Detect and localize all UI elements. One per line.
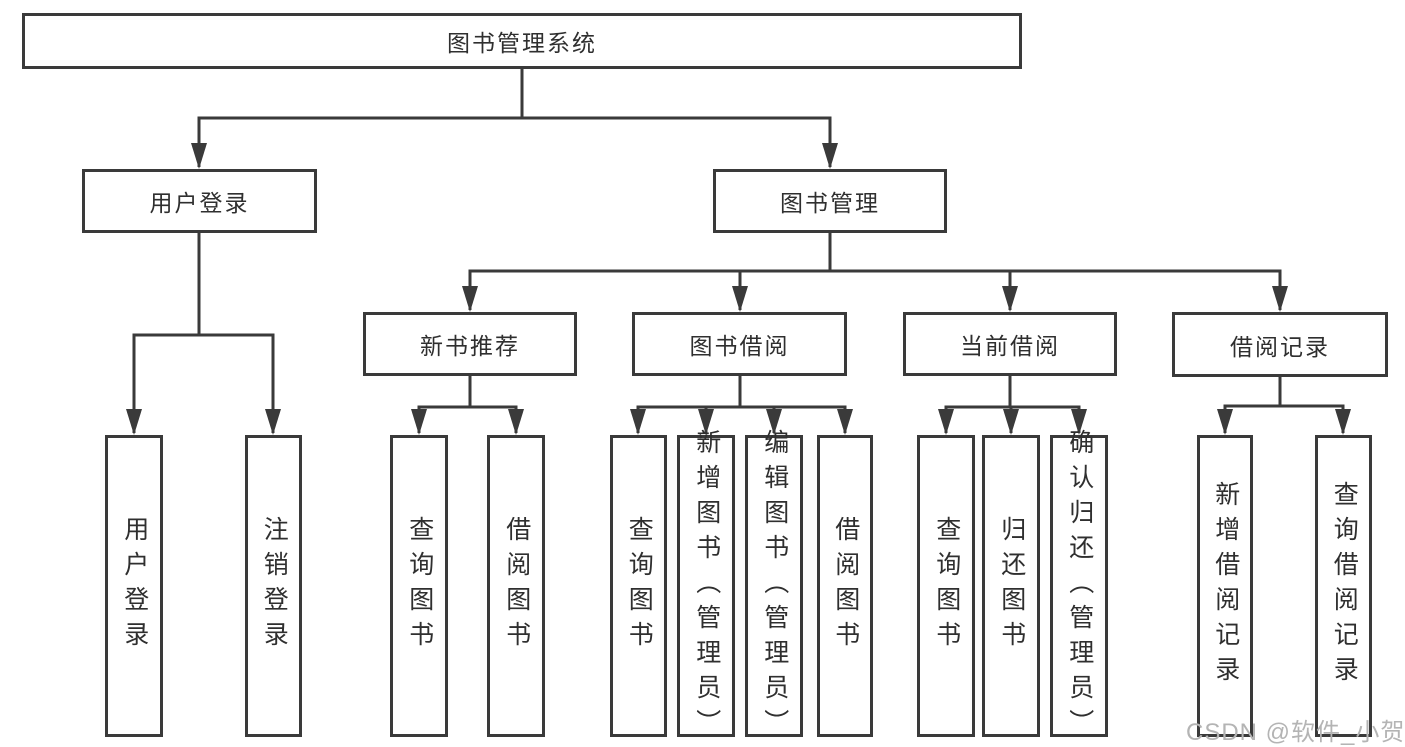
node-user-login: 用户登录 — [82, 169, 317, 233]
leaf-query-books-borrowing: 查询图书 — [610, 435, 667, 737]
leaf-edit-books-admin: 编辑图书（管理员） — [745, 429, 803, 744]
leaf-label: 查询图书 — [625, 516, 654, 656]
node-borrowing-records: 借阅记录 — [1172, 312, 1388, 377]
leaf-label: 确认归还（管理员） — [1065, 428, 1094, 744]
leaf-label: 用户登录 — [120, 516, 149, 656]
leaf-add-books-admin: 新增图书（管理员） — [677, 429, 735, 744]
leaf-label: 查询图书 — [932, 516, 961, 656]
leaf-label: 新增借阅记录 — [1211, 481, 1240, 691]
node-book-borrowing: 图书借阅 — [632, 312, 847, 376]
leaf-label: 编辑图书（管理员） — [760, 428, 789, 744]
node-library-management-system: 图书管理系统 — [22, 13, 1022, 69]
leaf-borrow-books-recommend: 借阅图书 — [487, 435, 545, 737]
leaf-query-books-current: 查询图书 — [917, 435, 975, 737]
leaf-label: 借阅图书 — [502, 516, 531, 656]
leaf-return-books: 归还图书 — [982, 435, 1040, 737]
leaf-query-borrow-record: 查询借阅记录 — [1315, 435, 1372, 737]
leaf-label: 归还图书 — [997, 516, 1026, 656]
leaf-label: 注销登录 — [260, 516, 289, 656]
csdn-watermark: CSDN @软件_小贺同学 — [1186, 719, 1405, 746]
leaf-borrow-books: 借阅图书 — [817, 435, 873, 737]
leaf-label: 借阅图书 — [831, 516, 860, 656]
leaf-label: 查询图书 — [405, 516, 434, 656]
leaf-confirm-return-admin: 确认归还（管理员） — [1050, 429, 1108, 744]
node-new-book-recommendation: 新书推荐 — [363, 312, 577, 376]
node-book-management: 图书管理 — [713, 169, 947, 233]
node-current-borrowing: 当前借阅 — [903, 312, 1117, 376]
leaf-label: 查询借阅记录 — [1330, 481, 1359, 691]
leaf-user-login: 用户登录 — [105, 435, 163, 737]
leaf-add-borrow-record: 新增借阅记录 — [1197, 435, 1253, 737]
leaf-label: 新增图书（管理员） — [692, 428, 721, 744]
leaf-query-books-recommend: 查询图书 — [390, 435, 448, 737]
leaf-logout: 注销登录 — [245, 435, 302, 737]
